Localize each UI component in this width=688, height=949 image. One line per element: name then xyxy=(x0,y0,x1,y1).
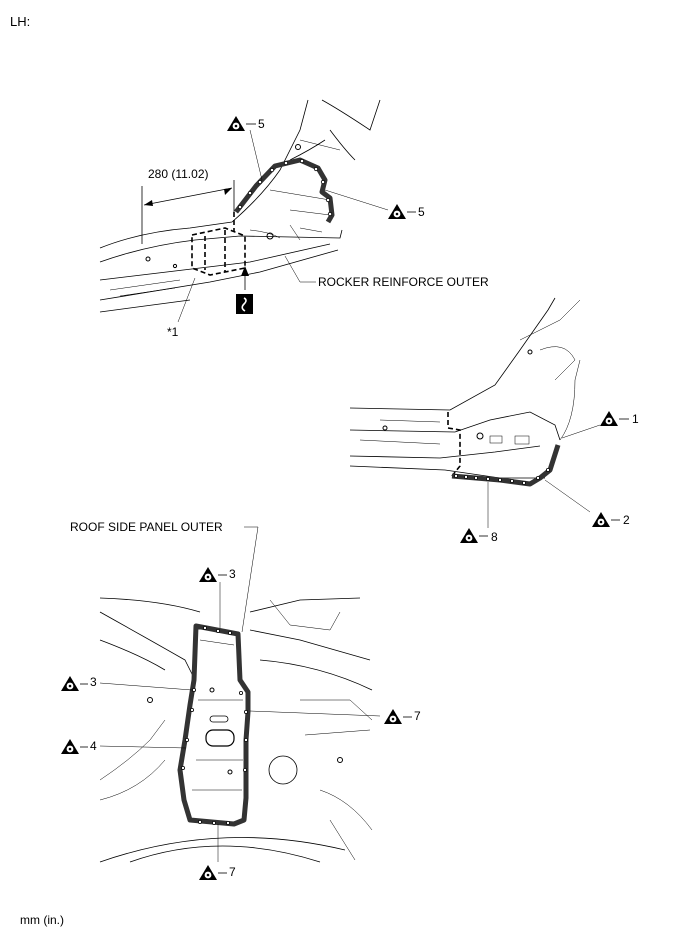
callout-number: 7 xyxy=(229,865,236,879)
callout-number: 1 xyxy=(632,412,639,426)
spot-weld-triangle-icon xyxy=(227,116,245,131)
spot-weld-triangle-icon xyxy=(61,676,79,691)
page-label: LH: xyxy=(10,14,31,29)
callout-number: 2 xyxy=(623,513,630,527)
callout-number: 7 xyxy=(414,709,421,723)
callout-number: 4 xyxy=(90,739,97,753)
unit-note: mm (in.) xyxy=(20,913,64,927)
spot-weld-triangle-icon xyxy=(384,709,402,724)
dimension-label: 280 (11.02) xyxy=(148,167,209,181)
spot-weld-triangle-icon xyxy=(388,204,406,219)
roof-side-panel-outer-label: ROOF SIDE PANEL OUTER xyxy=(70,520,223,534)
saw-cut-icon xyxy=(236,294,253,314)
callout-number: 3 xyxy=(229,567,236,581)
rocker-view-top-left xyxy=(99,99,416,323)
spot-weld-triangle-icon xyxy=(460,528,478,543)
spot-weld-triangle-icon xyxy=(592,512,610,527)
spot-weld-triangle-icon xyxy=(199,865,217,880)
spot-weld-triangle-icon xyxy=(61,739,79,754)
note-ref-label: *1 xyxy=(167,325,179,339)
rocker-view-right xyxy=(349,297,629,543)
callout-number: 3 xyxy=(90,675,97,689)
callout-number: 8 xyxy=(491,530,498,544)
rocker-reinforce-outer-label: ROCKER REINFORCE OUTER xyxy=(318,275,489,289)
callout-number: 5 xyxy=(418,205,425,219)
spot-weld-triangle-icon xyxy=(199,567,217,582)
spot-weld-triangle-icon xyxy=(600,411,618,426)
roof-side-view-bottom xyxy=(61,526,412,880)
callout-number: 5 xyxy=(258,117,265,131)
